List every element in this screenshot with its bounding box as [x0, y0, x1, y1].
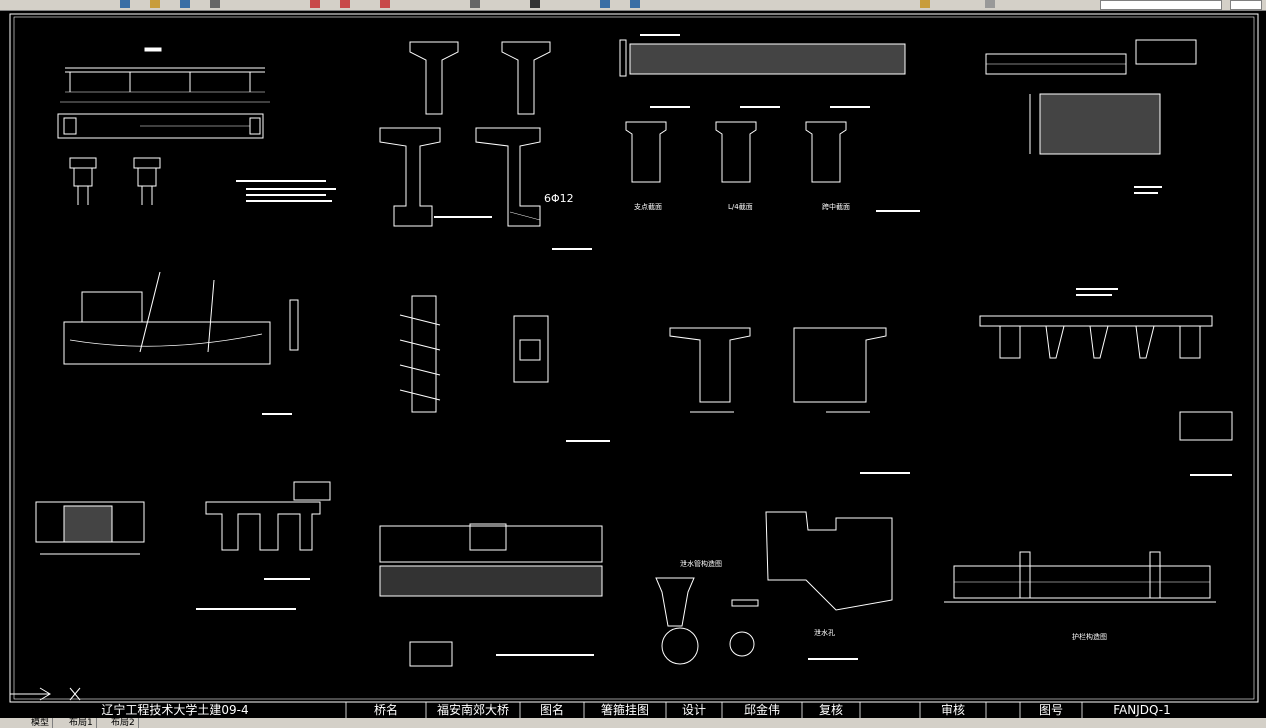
deck-cross-section-drawing	[979, 288, 1233, 476]
drain-pipe-drawing	[655, 577, 759, 665]
title-review-label: 复核	[818, 703, 843, 717]
railing-drawing	[944, 551, 1216, 603]
pan-icon[interactable]	[310, 0, 320, 8]
label-drain-hole: 泄水孔	[814, 629, 835, 637]
toolbar	[0, 0, 1266, 11]
lineweight-combo-icon[interactable]	[1230, 0, 1262, 10]
prestress-tendon-drawing	[63, 271, 299, 415]
title-drawing-name: 箸箍挂图	[600, 703, 649, 717]
deck-rebar-plan-drawing	[619, 34, 906, 77]
save-icon[interactable]	[180, 0, 190, 8]
layout-tabs: 模型 布局1 布局2	[0, 718, 1266, 728]
color-combo-icon[interactable]	[985, 0, 995, 8]
notes-block-1	[236, 180, 336, 202]
title-school: 辽宁工程技术大学土建09-4	[101, 703, 249, 717]
label-quarter-section: L/4截面	[728, 203, 753, 211]
pier-details-drawing	[69, 157, 161, 205]
cross-sections-drawing	[625, 106, 920, 212]
label-mid-section: 跨中截面	[822, 203, 850, 211]
title-designer: 邱金伟	[743, 703, 780, 717]
title-design-label: 设计	[681, 703, 706, 717]
label-rebar-dim: 6Φ12	[544, 192, 574, 205]
bridge-elevation-drawing	[57, 47, 270, 139]
linetype-combo-icon[interactable]	[1100, 0, 1222, 10]
title-drawing-no-label: 图号	[1038, 703, 1063, 717]
bearing-rebar-drawing	[985, 39, 1197, 194]
layer-state-icon[interactable]	[630, 0, 640, 8]
zoom-window-icon[interactable]	[380, 0, 390, 8]
drain-section-drawing	[765, 511, 893, 660]
title-drawing-name-label: 图名	[539, 703, 564, 717]
tab-layout2[interactable]: 布局2	[108, 718, 139, 728]
title-bridge-name-label: 桥名	[373, 703, 398, 717]
beam-end-sections-drawing	[669, 327, 910, 474]
layer-icon[interactable]	[600, 0, 610, 8]
layer-combo-icon[interactable]	[920, 0, 930, 8]
calculator-icon[interactable]	[530, 0, 540, 8]
title-bridge-name: 福安南郊大桥	[436, 703, 509, 717]
t-beam-sections-drawing	[379, 41, 592, 250]
tab-layout1[interactable]: 布局1	[66, 718, 97, 728]
label-railing: 护栏构造图	[1072, 633, 1107, 641]
drawing-canvas[interactable]	[0, 10, 1266, 718]
anchor-detail-drawing	[399, 295, 610, 442]
bearing-drawing	[35, 501, 145, 555]
ucs-icon	[10, 687, 81, 701]
tab-model[interactable]: 模型	[28, 718, 54, 728]
open-icon[interactable]	[150, 0, 160, 8]
title-approve-label: 审核	[940, 703, 965, 717]
new-file-icon[interactable]	[120, 0, 130, 8]
expansion-joint-drawing	[196, 481, 331, 610]
title-drawing-no: FANJDQ-1	[1113, 703, 1171, 717]
label-drain-pipe: 泄水管构造图	[680, 560, 722, 568]
properties-icon[interactable]	[470, 0, 480, 8]
zoom-icon[interactable]	[340, 0, 350, 8]
title-block-grid	[345, 702, 1083, 718]
drawing-frame-inner	[13, 16, 1255, 700]
deck-joint-drawing	[379, 523, 603, 667]
print-icon[interactable]	[210, 0, 220, 8]
label-support-section: 支点截面	[634, 203, 662, 211]
